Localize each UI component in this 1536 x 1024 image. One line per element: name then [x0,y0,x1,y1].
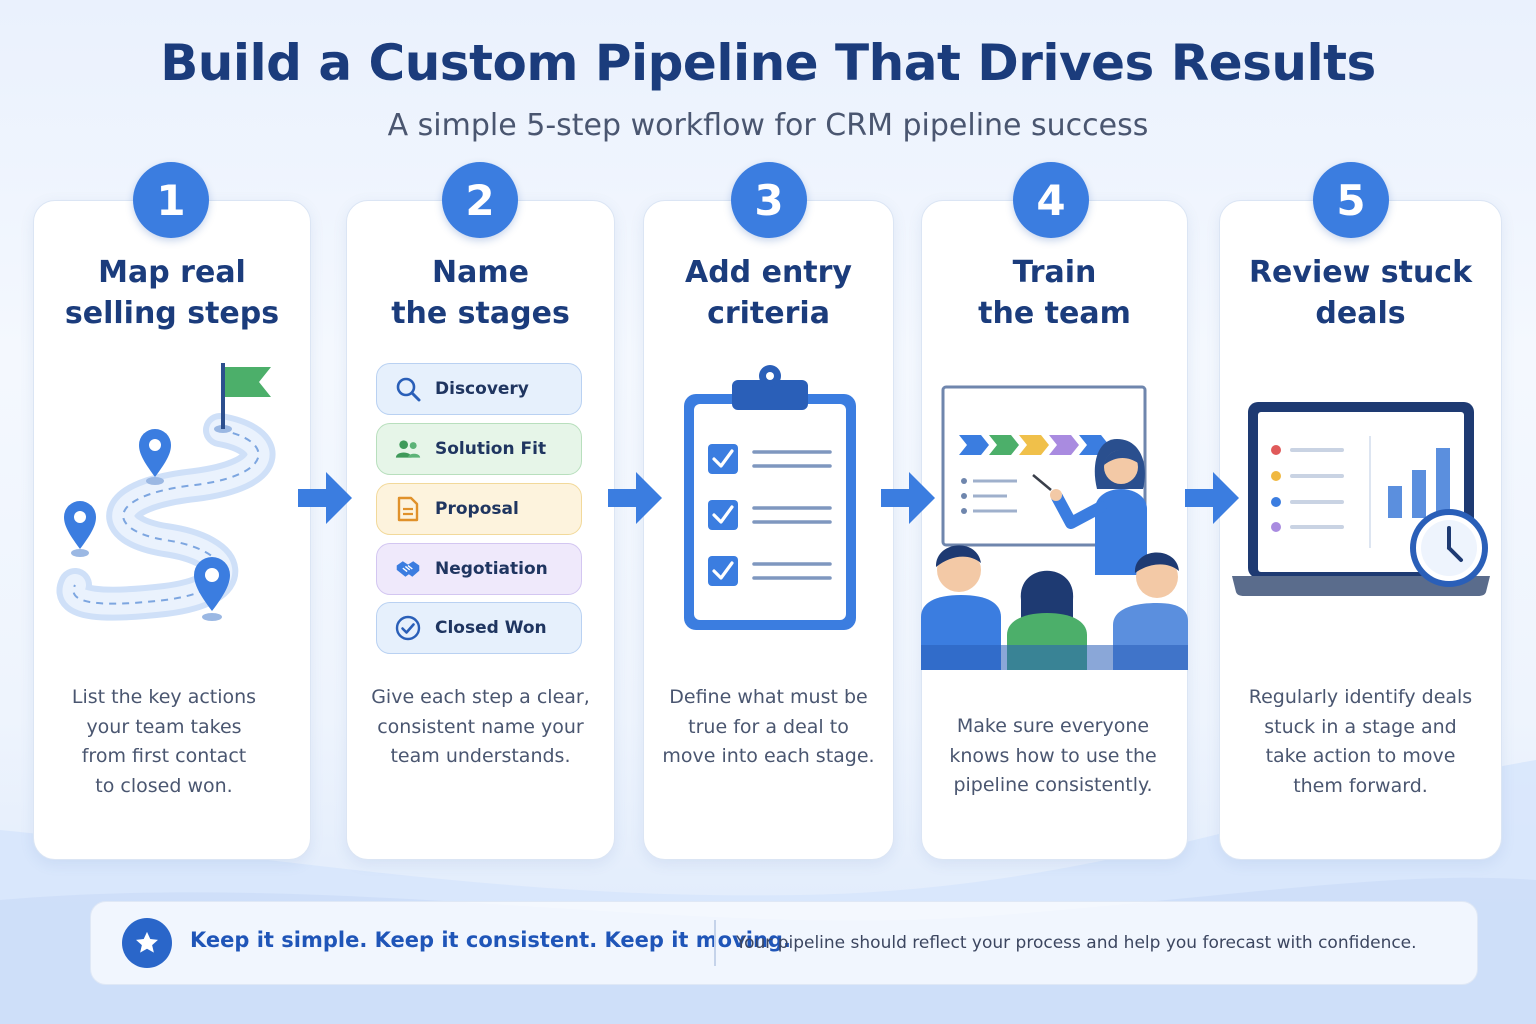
footer-tagline: Keep it simple. Keep it consistent. Keep… [190,928,791,952]
desc-line: List the key actions [71,686,257,708]
clock-icon [1410,509,1488,587]
step-title-2-line1: Name [432,255,529,290]
checkbox-icon [708,444,738,474]
arrow-right-icon [608,472,662,524]
document-icon [395,496,421,522]
desc-line: Regularly identify deals [1248,686,1473,708]
desc-line: your team takes [86,715,242,738]
desc-line: consistent name your [377,715,584,738]
stage-label: Closed Won [435,618,547,638]
flag-icon [214,363,271,433]
arrow-right-icon [298,472,352,524]
step-description-5: Regularly identify deals stuck in a stag… [1219,683,1502,801]
stage-pill-discovery: Discovery [376,363,582,415]
laptop-dashboard-illustration [1232,402,1490,596]
step-description-2: Give each step a clear, consistent name … [346,683,615,772]
desc-line: Make sure everyone [956,715,1150,737]
step-description-4: Make sure everyone knows how to use the … [921,712,1185,801]
step-title-5-line1: Review stuck [1248,255,1473,290]
step-title-4-line1: Train [1012,255,1097,290]
step-description-1: List the key actions your team takes fro… [33,683,295,801]
footer-note: Your pipeline should reflect your proces… [736,933,1417,953]
step-number-4: 4 [1013,162,1089,238]
winding-road-illustration [56,363,276,621]
page-title: Build a Custom Pipeline That Drives Resu… [160,34,1376,92]
step-number-2: 2 [442,162,518,238]
step-title-5-line2: deals [1315,296,1406,331]
stage-label: Negotiation [435,559,548,579]
step-title-5: Review stuck deals [1219,252,1502,334]
star-icon [122,918,172,968]
stage-pill-solution-fit: Solution Fit [376,423,582,475]
footer-banner [90,901,1478,985]
desc-line: team understands. [390,745,571,767]
arrow-right-icon [1185,472,1239,524]
map-pin-icon [139,429,171,485]
desc-line: true for a deal to [688,715,849,738]
step-title-4: Train the team [921,252,1188,334]
step-title-1-line2: selling steps [64,296,280,331]
check-circle-icon [395,615,421,641]
search-icon [395,376,421,402]
desc-line: from first contact [81,745,247,767]
step-title-1-line1: Map real [98,255,246,290]
step-description-3: Define what must be true for a deal to m… [643,683,894,772]
step-title-3-line1: Add entry [684,255,852,290]
desc-line: them forward. [1293,774,1428,797]
step-number-1: 1 [133,162,209,238]
handshake-icon [395,556,421,582]
checkbox-icon [708,556,738,586]
checkbox-icon [708,500,738,530]
stage-pill-proposal: Proposal [376,483,582,535]
footer-divider [714,920,716,966]
team-training-illustration [921,385,1188,670]
step-title-2-line2: the stages [391,296,570,331]
step-title-1: Map real selling steps [33,252,311,334]
desc-line: to closed won. [95,774,233,797]
desc-line: Define what must be [669,686,868,708]
stage-label: Proposal [435,499,519,519]
page-subtitle: A simple 5-step workflow for CRM pipelin… [387,108,1149,143]
desc-line: pipeline consistently. [953,774,1153,796]
people-icon [395,436,421,462]
map-pin-icon [64,501,96,557]
desc-line: take action to move [1265,745,1456,767]
stage-pill-negotiation: Negotiation [376,543,582,595]
desc-line: stuck in a stage and [1264,715,1457,738]
step-number-3: 3 [731,162,807,238]
stage-label: Discovery [435,379,529,399]
arrow-right-icon [881,472,935,524]
step-title-3-line2: criteria [707,296,830,331]
clipboard-checklist-illustration [684,365,856,630]
map-pin-icon [194,557,230,621]
stage-pill-closed-won: Closed Won [376,602,582,654]
step-title-4-line2: the team [978,296,1131,331]
step-number-5: 5 [1313,162,1389,238]
desc-line: Give each step a clear, [371,686,590,708]
desc-line: move into each stage. [662,745,875,767]
stage-label: Solution Fit [435,439,547,459]
desc-line: knows how to use the [949,744,1157,767]
step-title-3: Add entry criteria [643,252,894,334]
step-title-2: Name the stages [346,252,615,334]
